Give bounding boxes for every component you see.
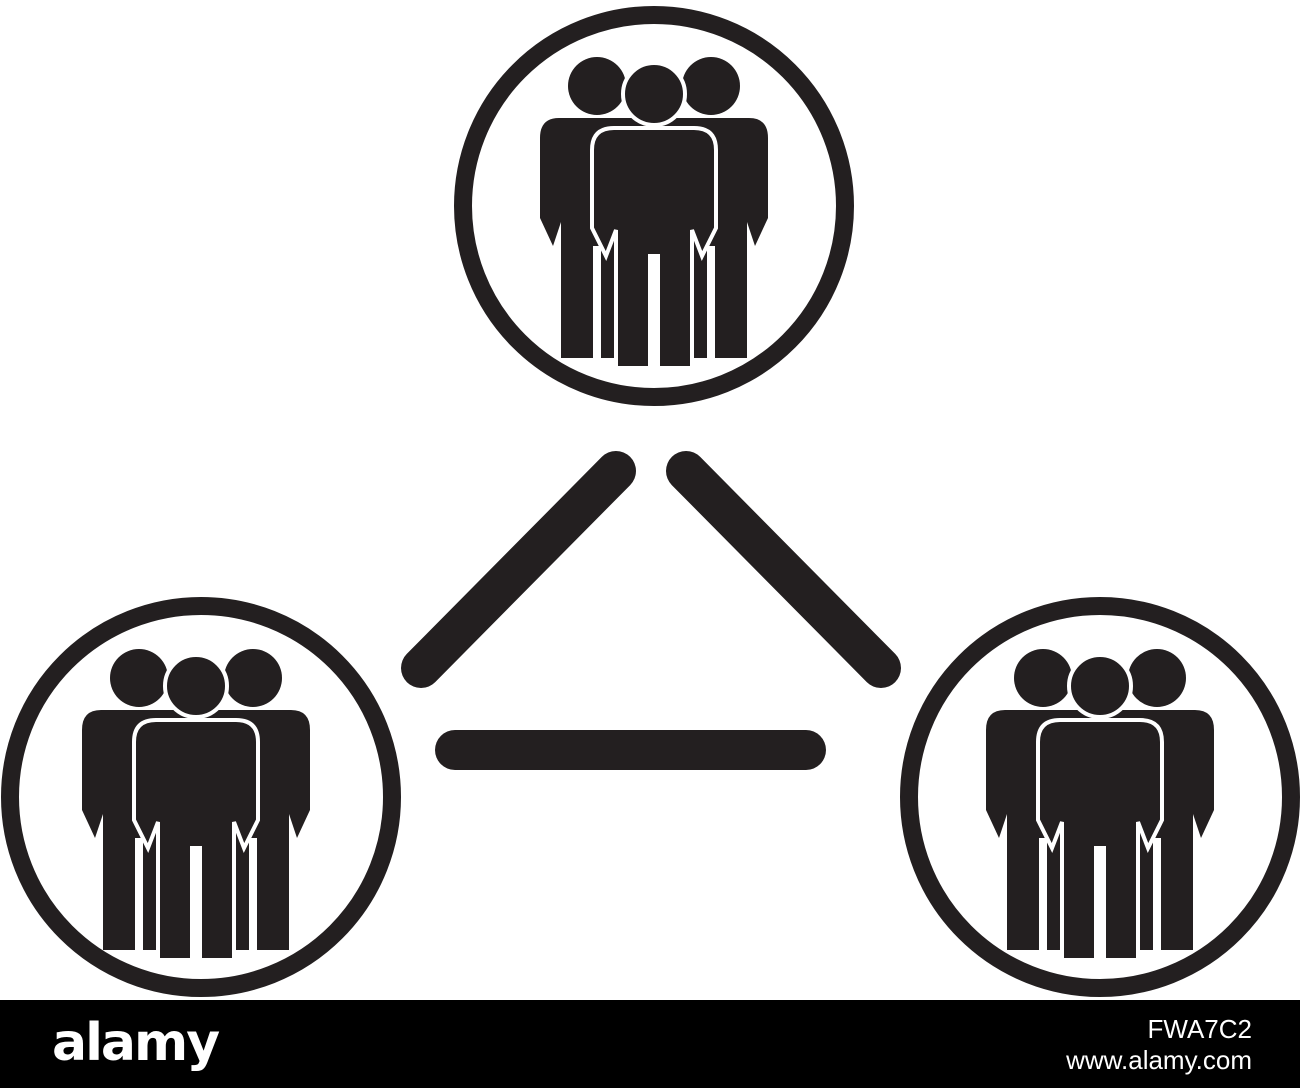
footer-info: FWA7C2 www.alamy.com <box>1066 1014 1252 1076</box>
stock-footer-banner: alamy FWA7C2 www.alamy.com <box>0 1000 1300 1088</box>
alamy-logo: alamy <box>52 1013 220 1073</box>
connector-top-right <box>666 451 901 688</box>
connector-lines <box>401 451 901 770</box>
circle-outline-icon <box>1 597 401 997</box>
team-node-left <box>1 597 401 997</box>
connector-top-left <box>401 451 636 688</box>
group-of-people-icon <box>82 649 310 960</box>
team-node-top <box>454 6 854 406</box>
circle-outline-icon <box>900 597 1300 997</box>
diagram-canvas <box>1 6 1300 997</box>
circle-outline-icon <box>454 6 854 406</box>
group-of-people-icon <box>540 57 768 368</box>
site-url: www.alamy.com <box>1066 1045 1252 1075</box>
team-triangle-diagram <box>1 6 1300 997</box>
team-node-right <box>900 597 1300 997</box>
group-of-people-icon <box>986 649 1214 960</box>
image-id-label: FWA7C2 <box>1147 1014 1253 1044</box>
